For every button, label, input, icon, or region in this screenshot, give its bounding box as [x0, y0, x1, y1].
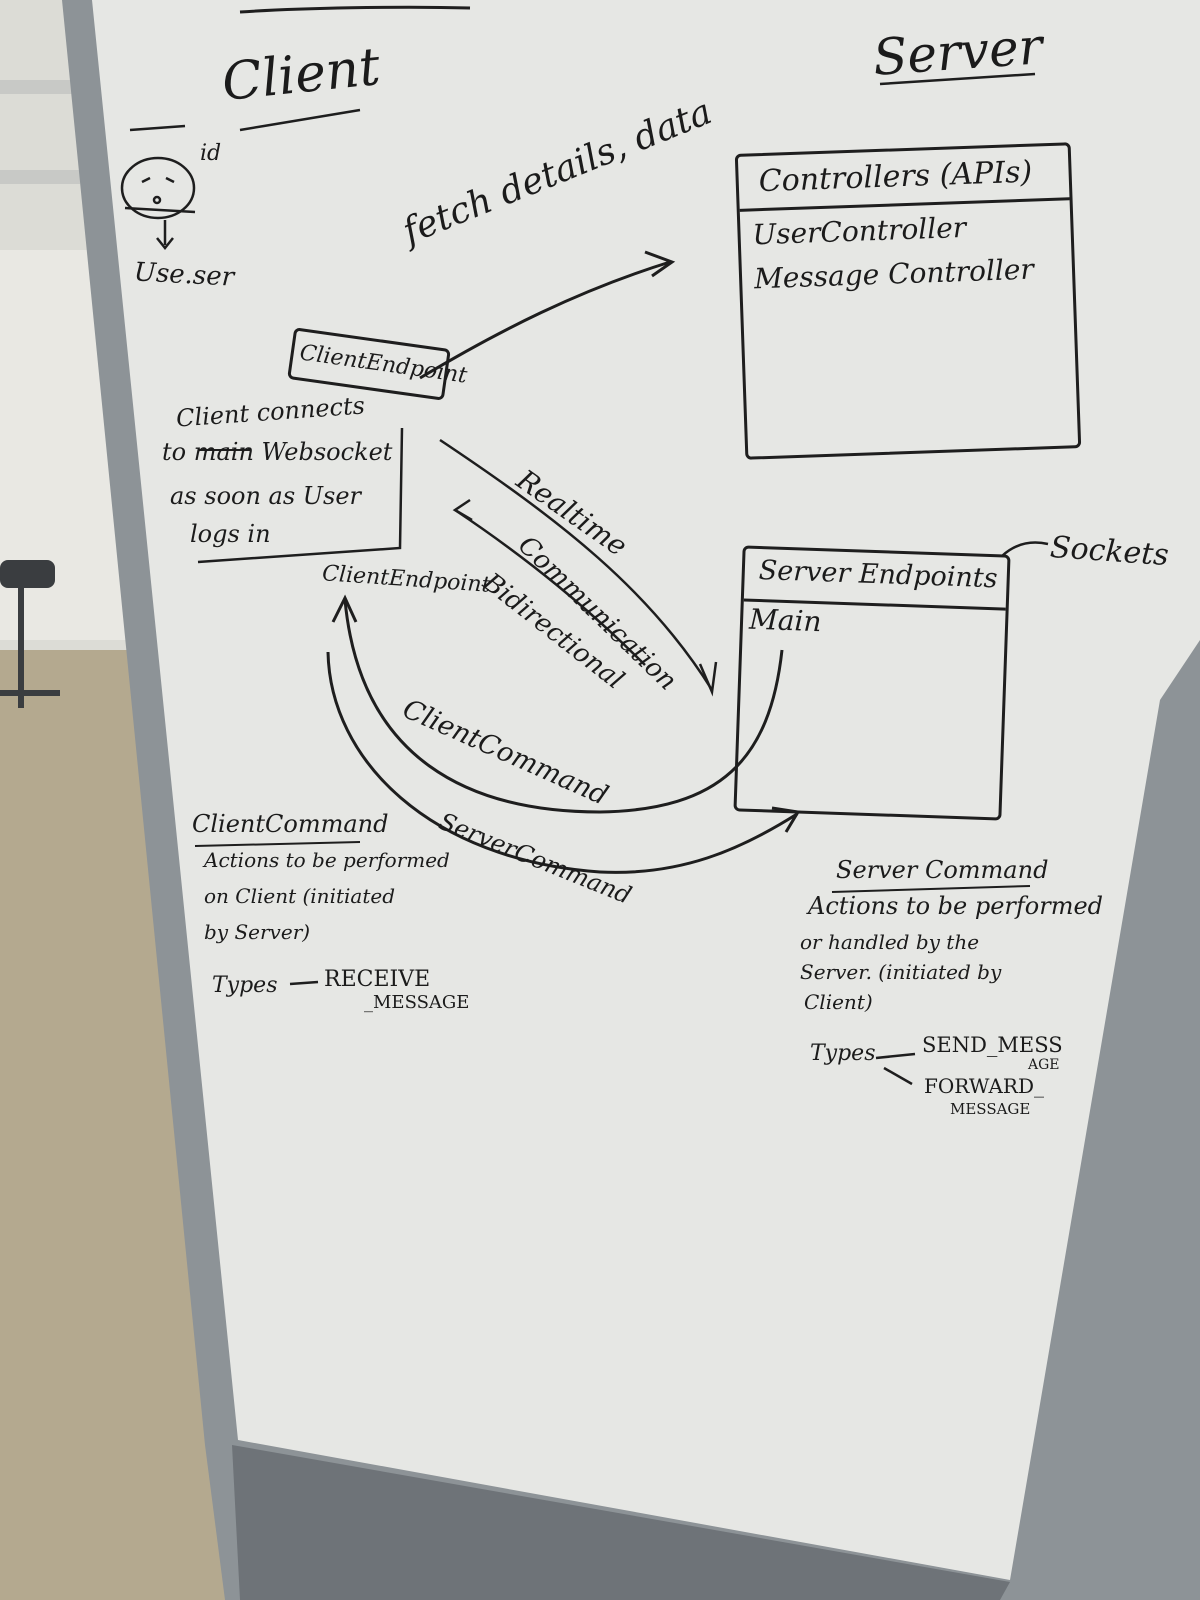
- client-command-note-line: Actions to be performed: [204, 848, 450, 872]
- types-connector: [883, 1066, 913, 1086]
- sockets-label: Sockets: [1048, 529, 1170, 574]
- bidirectional-arrow: [454, 508, 646, 666]
- controllers-box: Controllers (APIs) UserController Messag…: [734, 142, 1082, 460]
- server-endpoints-title: Server Endpoints: [758, 554, 999, 595]
- client-command-types-label: Types: [212, 973, 278, 998]
- client-command-arrow: [343, 599, 784, 814]
- server-header: Server: [871, 17, 1045, 87]
- controllers-item: Message Controller: [753, 252, 1035, 296]
- server-command-type: AGE: [1028, 1057, 1060, 1073]
- types-connector: [289, 980, 319, 986]
- controllers-title: Controllers (APIs): [758, 154, 1033, 200]
- server-command-note-line: Actions to be performed: [808, 892, 1104, 920]
- client-command-type: RECEIVE: [324, 967, 431, 992]
- realtime-arrowhead: [698, 661, 718, 697]
- top-scribble: [239, 5, 471, 14]
- client-command-note-line: by Server): [204, 920, 311, 944]
- client-underline: [239, 108, 361, 132]
- server-command-types-label: Types: [810, 1041, 876, 1066]
- controllers-divider: [739, 197, 1070, 212]
- server-command-note-line: Client): [804, 990, 873, 1014]
- server-command-note-title: Server Command: [836, 856, 1049, 884]
- client-note-border: [197, 427, 404, 564]
- server-underline: [879, 72, 1036, 86]
- client-command-note-line: on Client (initiated: [204, 884, 395, 908]
- server-command-underline: [831, 885, 1031, 893]
- client-note-line: logs in: [190, 520, 271, 548]
- user-id-label: id: [200, 141, 222, 166]
- server-command-note-line: or handled by the: [800, 930, 980, 954]
- fetch-arrow: [419, 260, 671, 380]
- client-endpoint-label: ClientEndpoint: [298, 340, 469, 389]
- server-endpoints-main: Main: [748, 602, 823, 639]
- server-endpoints-box: Server Endpoints Main: [733, 545, 1011, 821]
- server-command-type: SEND_MESS: [922, 1033, 1063, 1057]
- client-command-arrowhead: [331, 594, 358, 623]
- controllers-item: UserController: [752, 210, 967, 252]
- sockets-arrow: [1001, 541, 1049, 557]
- client-command-type: _MESSAGE: [364, 992, 470, 1013]
- fetch-arrowhead: [644, 250, 676, 278]
- ceiling-light: [0, 170, 80, 184]
- whiteboard-rail: [232, 1445, 1010, 1600]
- whiteboard-surface: [92, 0, 1200, 1580]
- server-command-arrowhead: [771, 806, 801, 833]
- server-command-type: MESSAGE: [950, 1100, 1031, 1118]
- server-command-type: FORWARD_: [924, 1074, 1044, 1098]
- bidirectional-arrowhead: [452, 498, 473, 522]
- client-note-line: to main Websocket: [162, 438, 393, 466]
- dash-mark: [129, 124, 186, 132]
- server-command-arrow: [326, 651, 798, 874]
- server-command-note-line: Server. (initiated by: [800, 960, 1002, 984]
- user-caption: Use.ser: [133, 257, 235, 293]
- ceiling-light: [0, 80, 80, 94]
- client-command-underline: [194, 841, 361, 847]
- types-connector: [875, 1052, 916, 1060]
- client-note-line: as soon as User: [170, 482, 362, 510]
- user-face-icon: [120, 156, 196, 251]
- realtime-arrow: [439, 438, 714, 691]
- client-command-note-title: ClientCommand: [192, 810, 389, 838]
- office-chair: [0, 560, 60, 708]
